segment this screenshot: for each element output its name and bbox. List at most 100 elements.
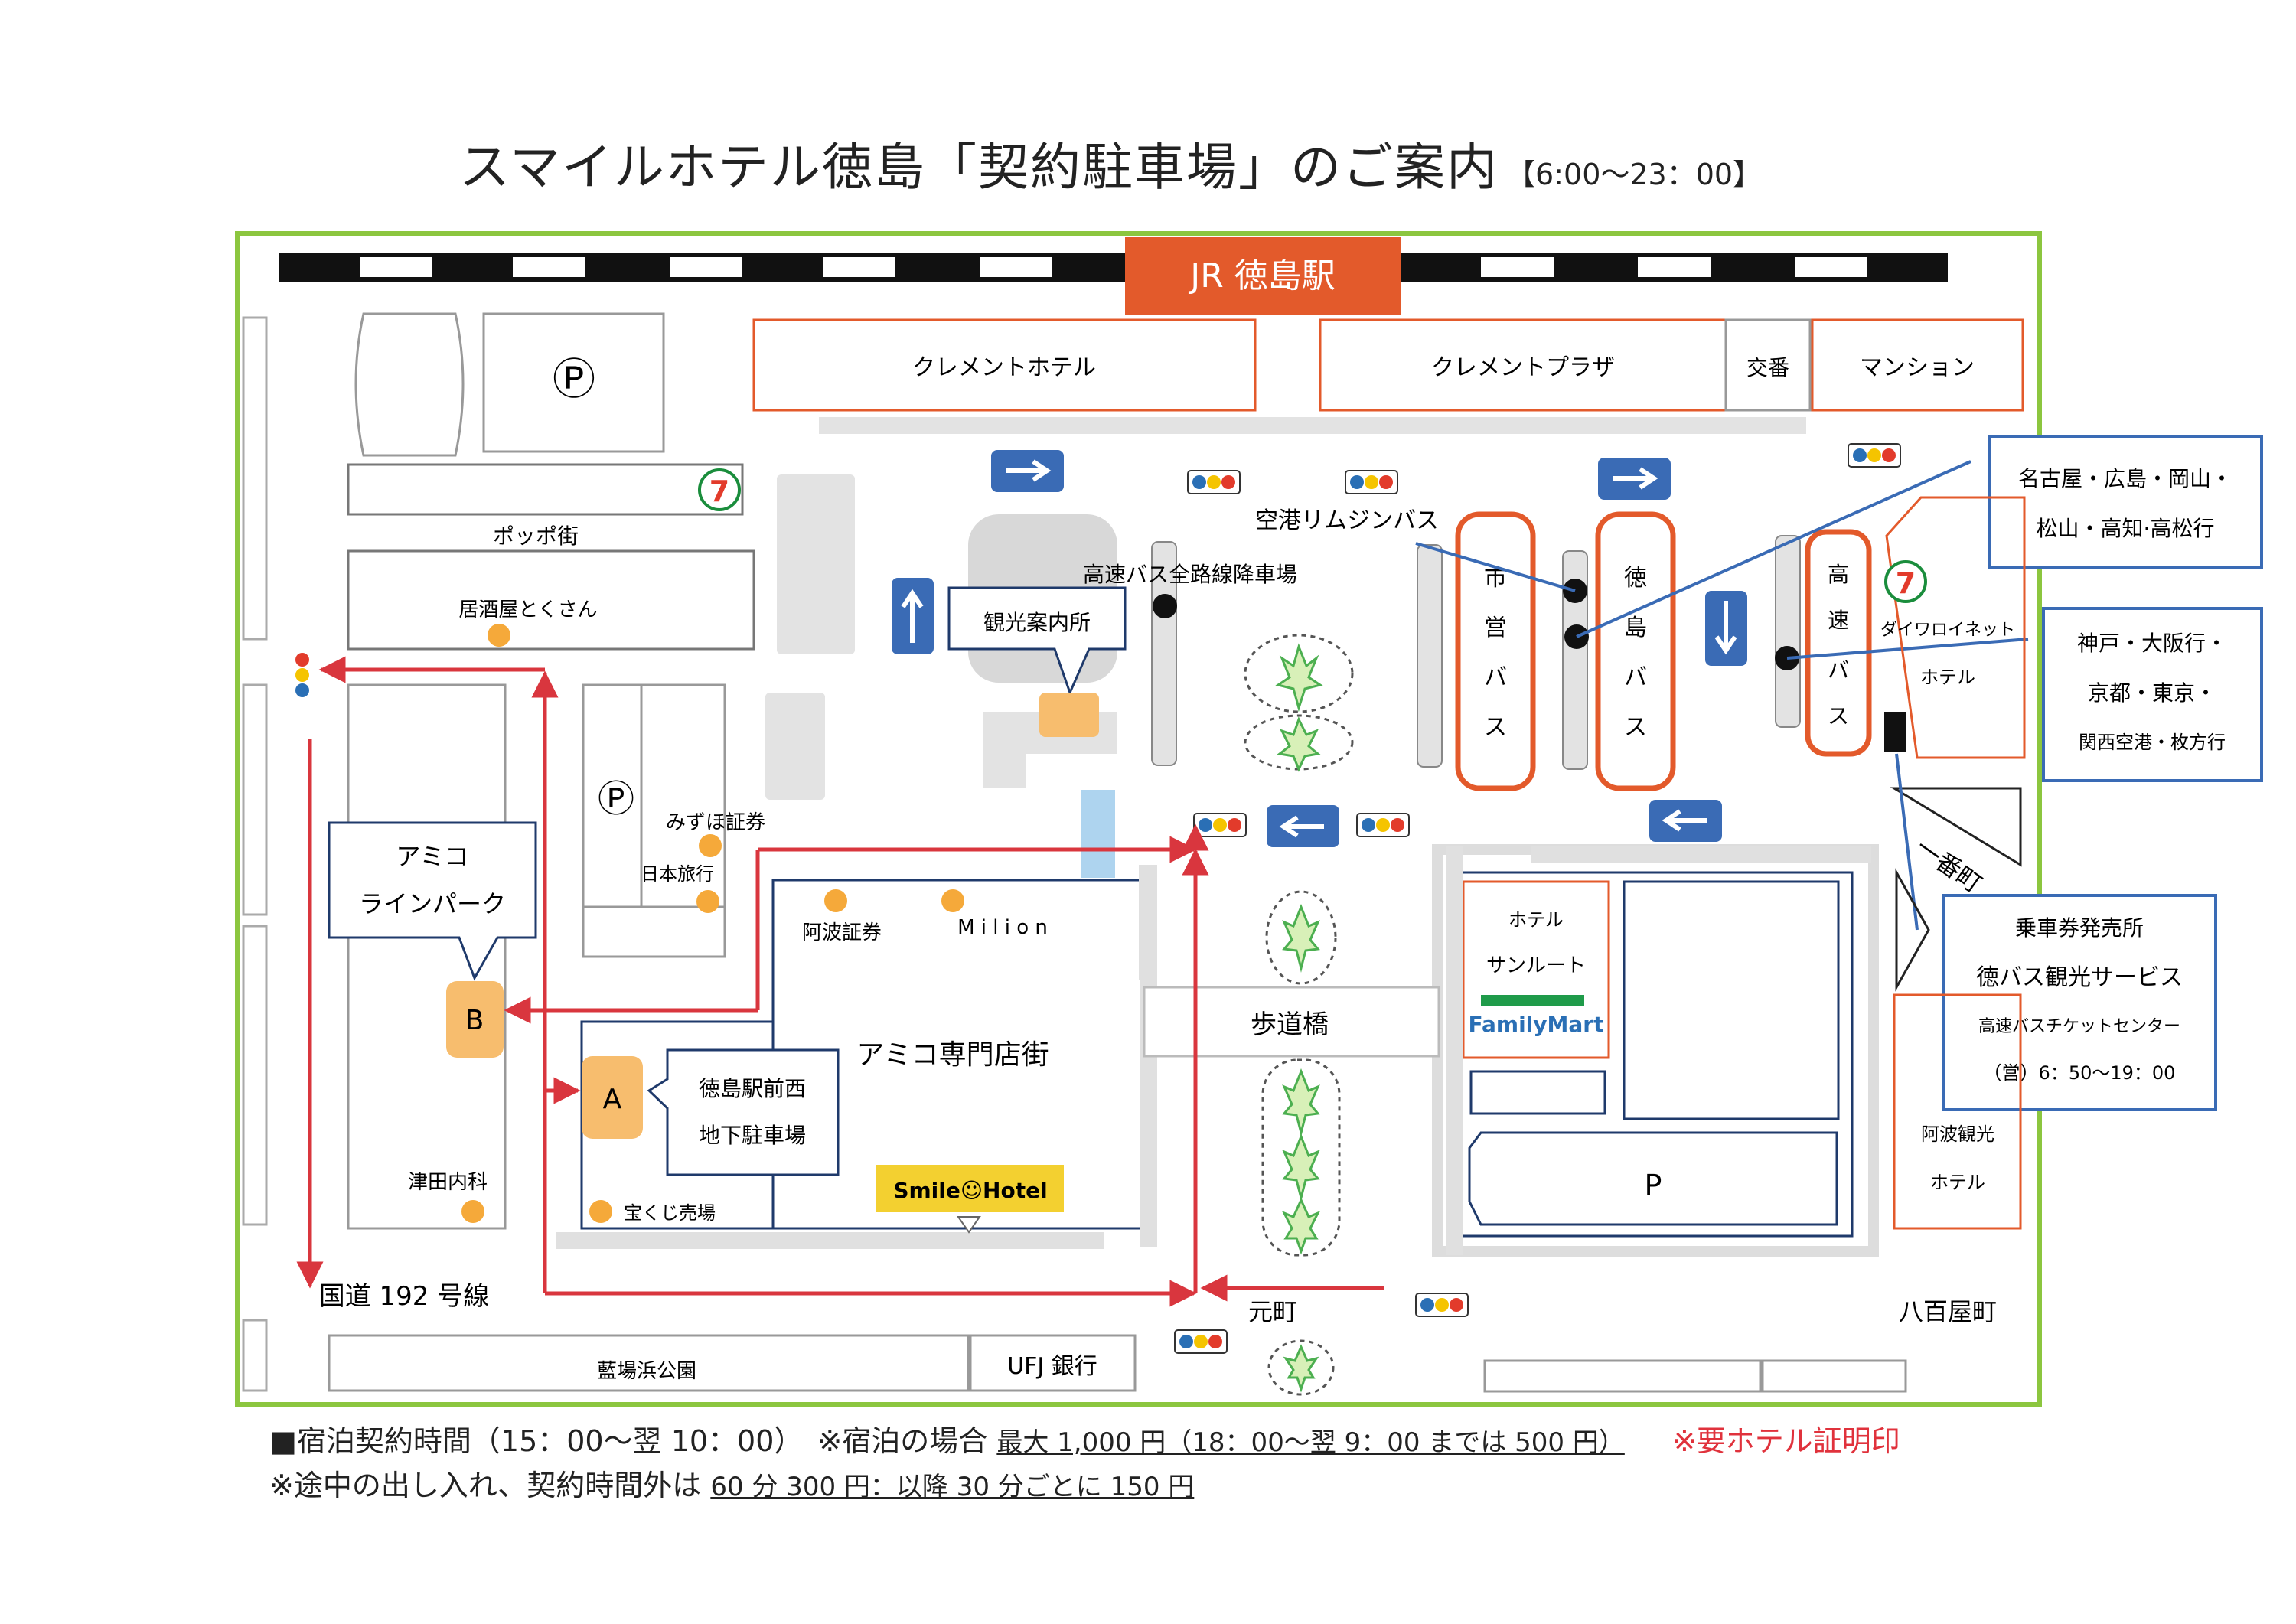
awa-kanko-label-2: ホテル: [1930, 1172, 1985, 1193]
svg-text:バ: バ: [1828, 657, 1849, 683]
ichiban-label: 一番町: [1910, 833, 1987, 898]
ticket-office-line1: 乗車券発売所: [2015, 915, 2144, 941]
traffic-light-5: [1356, 813, 1410, 837]
footer-line-1: ■宿泊契約時間（15：00〜翌 10：00） ※宿泊の場合 最大 1,000 円…: [269, 1417, 1900, 1459]
route-arrows: [296, 656, 1384, 1307]
takarakuji-dot: [589, 1200, 612, 1223]
svg-text:徳: 徳: [1624, 565, 1647, 592]
page-title-hours: 【6:00〜23：00】: [1506, 158, 1763, 191]
ticket-office-box: [1942, 894, 2217, 1111]
station-plaza-strip: [819, 417, 1806, 434]
water-channel: [1081, 790, 1115, 878]
svg-text:速: 速: [1828, 608, 1849, 633]
traffic-light-3: [1848, 443, 1901, 468]
highway-stop-label: 高速バス全路線降車場: [1083, 562, 1297, 587]
dest-box-1: [1988, 435, 2263, 569]
station-label: JR 徳島駅: [1188, 256, 1336, 295]
parking-symbol-mid: Ⓟ: [598, 778, 634, 820]
parking-b-marker: [446, 981, 504, 1058]
bus-island-3: [1562, 550, 1588, 770]
tokushima-bus-bay: [1595, 511, 1676, 791]
svg-text:営: 営: [1484, 615, 1507, 641]
parking-a-marker: [582, 1056, 643, 1139]
road-wall-1: [1139, 865, 1156, 980]
map-frame: [235, 231, 2042, 1407]
callout-b-box: [328, 821, 537, 981]
page-title: スマイルホテル徳島「契約駐車場」のご案内: [459, 138, 1499, 197]
svg-text:高: 高: [1828, 562, 1849, 587]
parking-a-letter: A: [603, 1084, 622, 1115]
footer-stay-hours: ■宿泊契約時間（15：00〜翌 10：00） ※宿泊の場合: [269, 1424, 988, 1458]
kanko-callout: [947, 586, 1127, 696]
dest-box-1-line2: 松山・高知·高松行: [2037, 516, 2215, 541]
callout-b-line1: アミコ: [396, 842, 468, 871]
park-label: 藍場浜公園: [597, 1360, 696, 1383]
kanko-label: 観光案内所: [983, 610, 1091, 635]
bottom-right-strip-1: [1483, 1359, 1762, 1393]
highway-bus-label: 高速バス: [1828, 562, 1849, 729]
daiwa-label: ダイワロイネット: [1880, 621, 2015, 640]
footer-hotel-stamp: ※要ホテル証明印: [1671, 1424, 1900, 1458]
median-trees-4: [1267, 1339, 1335, 1396]
dest-box-2: [2042, 607, 2263, 782]
mizuho-dot: [699, 834, 722, 857]
traffic-light-1: [1187, 470, 1241, 494]
callout-a-line1: 徳島駅前西: [699, 1076, 806, 1101]
park-strip: [328, 1334, 970, 1392]
yaoyacho-label: 八百屋町: [1899, 1297, 1997, 1326]
daiwa-seven-eleven-number: 7: [1896, 566, 1916, 600]
callout-a-box: [647, 1048, 840, 1176]
arrow-down: [1705, 591, 1747, 666]
sunroute-label-2: サンルート: [1486, 954, 1586, 977]
izakaya-dot: [488, 624, 510, 647]
smile-hotel-label: Smile☺Hotel: [893, 1178, 1047, 1203]
limousine-label: 空港リムジンバス: [1255, 507, 1439, 534]
izakaya-label: 居酒屋とくさん: [458, 598, 597, 621]
median-trees-2: [1265, 890, 1337, 985]
smile-hotel-pointer: [957, 1216, 981, 1234]
footer-out-price: 60 分 300 円：以降 30 分ごとに 150 円: [710, 1472, 1195, 1502]
left-edge-strip-3: [242, 925, 268, 1226]
awa-shoken-dot: [824, 889, 847, 912]
dest-box-2-line2: 京都・東京・: [2088, 680, 2216, 706]
nihon-ryoko-label: 日本旅行: [641, 863, 714, 885]
footer-out-label: ※途中の出し入れ、契約時間外は: [269, 1469, 702, 1502]
mizuho-label: みずほ証券: [666, 811, 765, 834]
dest-box-2-line3: 関西空港・枚方行: [2079, 732, 2226, 753]
awa-kanko-building: [1893, 993, 2022, 1230]
callout-a-line2: 地下駐車場: [699, 1123, 806, 1148]
traffic-light-left: [295, 653, 309, 697]
traffic-light-6: [1415, 1293, 1469, 1317]
ticket-office-line2: 徳バス観光サービス: [1976, 964, 2183, 991]
mansion-box: [1811, 318, 2024, 412]
awa-kanko-label: 阿波観光: [1921, 1123, 1994, 1145]
arrow-left-right: [1649, 800, 1722, 842]
tsuda-label: 津田内科: [408, 1171, 488, 1194]
sunroute-small-box: [1469, 1070, 1606, 1115]
callout-b-line2: ラインパーク: [359, 889, 506, 918]
amico-shops-label: アミコ専門店街: [856, 1039, 1049, 1071]
police-box: [1724, 318, 1812, 412]
footer-stay-price: 最大 1,000 円（18：00〜翌 9：00 までは 500 円）: [996, 1427, 1625, 1458]
traffic-light-7: [1174, 1329, 1228, 1354]
familymart-label: FamilyMart: [1469, 1012, 1604, 1037]
route192-label: 国道 192 号線: [319, 1281, 490, 1312]
ufj-label: UFJ 銀行: [1007, 1353, 1097, 1380]
mizuho-building-base: [582, 905, 726, 958]
svg-text:ス: ス: [1484, 714, 1507, 741]
kanko-marker: [1039, 693, 1099, 737]
seven-eleven-number: 7: [709, 474, 729, 508]
daiwa-building: [1885, 496, 2026, 759]
highway-bus-bay: [1805, 529, 1872, 757]
milion-label: M i l i o n: [957, 916, 1048, 939]
ticket-office-line3: 高速バスチケットセンター: [1978, 1017, 2180, 1036]
ufj-building: [969, 1334, 1137, 1392]
city-bus-bay: [1455, 511, 1536, 791]
clement-hotel-label: クレメントホテル: [912, 354, 1096, 381]
ticket-pointer: [1895, 753, 1919, 931]
tsuda-dot: [461, 1200, 484, 1223]
station-box: [1125, 237, 1401, 315]
sunroute-label-1: ホテル: [1508, 909, 1564, 931]
